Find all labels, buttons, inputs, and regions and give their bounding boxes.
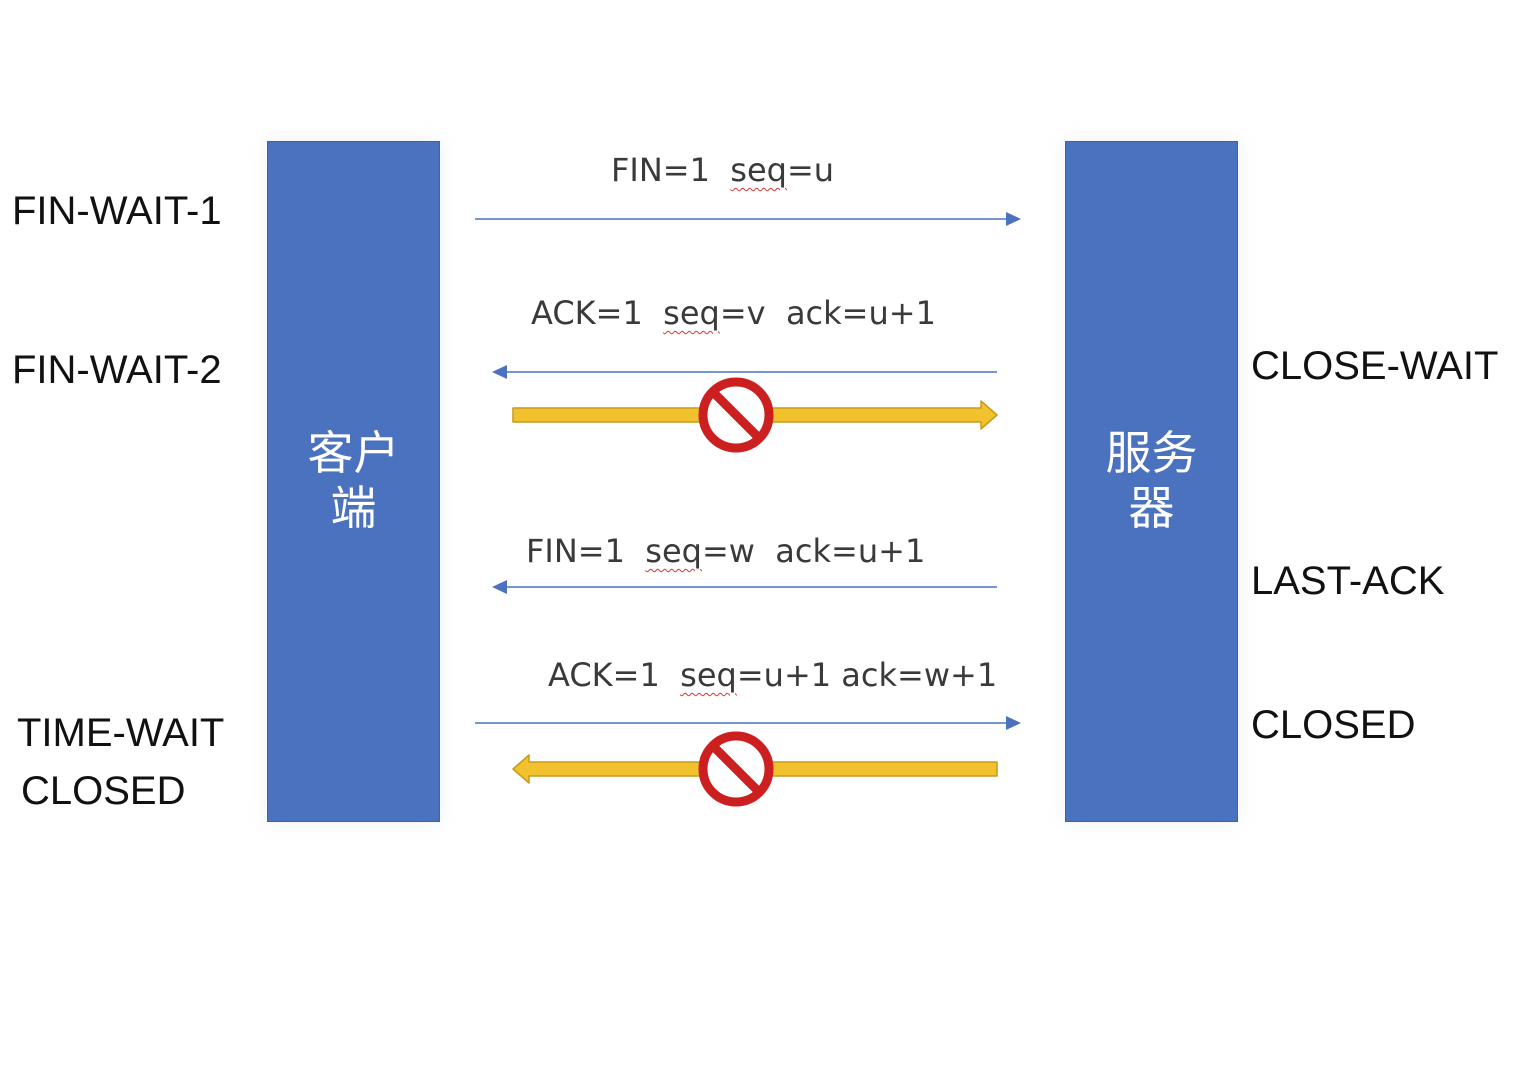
prohibited-icon — [698, 377, 774, 453]
server-state-last-ack: LAST-ACK — [1251, 559, 1445, 603]
message-4-arrow — [475, 716, 1021, 730]
message-3-seq: seq — [645, 532, 702, 570]
message-1-pre: FIN=1 — [611, 151, 731, 189]
message-1-seq: seq — [730, 151, 787, 189]
client-state-closed: CLOSED — [21, 769, 186, 813]
prohibited-icon — [698, 731, 774, 807]
message-4-label: ACK=1 seq=u+1 ack=w+1 — [548, 659, 997, 691]
message-4-pre: ACK=1 — [548, 656, 681, 694]
message-4-seq: seq — [680, 656, 737, 694]
server-label: 服务 器 — [1066, 426, 1237, 536]
message-1-post: =u — [786, 151, 835, 189]
message-4-post: =u+1 ack=w+1 — [736, 656, 998, 694]
server-state-closed: CLOSED — [1251, 703, 1416, 747]
message-3-post: =w ack=u+1 — [701, 532, 926, 570]
server-label-line1: 服务 — [1105, 426, 1198, 480]
message-2-pre: ACK=1 — [531, 294, 664, 332]
client-label-line1: 客户 — [307, 426, 400, 480]
server-state-close-wait: CLOSE-WAIT — [1251, 344, 1499, 388]
message-2-label: ACK=1 seq=v ack=u+1 — [531, 297, 936, 329]
client-state-time-wait: TIME-WAIT — [17, 711, 225, 755]
message-2-arrow — [492, 365, 997, 379]
server-pillar: 服务 器 — [1065, 141, 1238, 822]
client-state-fin-wait-1: FIN-WAIT-1 — [12, 189, 222, 233]
message-3-label: FIN=1 seq=w ack=u+1 — [526, 535, 925, 567]
message-2-seq: seq — [663, 294, 720, 332]
message-3-pre: FIN=1 — [526, 532, 646, 570]
server-label-line2: 器 — [1128, 481, 1175, 536]
client-label: 客户 端 — [268, 426, 439, 536]
message-2-post: =v ack=u+1 — [719, 294, 936, 332]
client-pillar: 客户 端 — [267, 141, 440, 822]
message-1-label: FIN=1 seq=u — [611, 154, 834, 186]
message-3-arrow — [492, 580, 997, 594]
client-state-fin-wait-2: FIN-WAIT-2 — [12, 348, 222, 392]
message-1-arrow — [475, 212, 1021, 226]
client-label-line2: 端 — [330, 481, 377, 536]
